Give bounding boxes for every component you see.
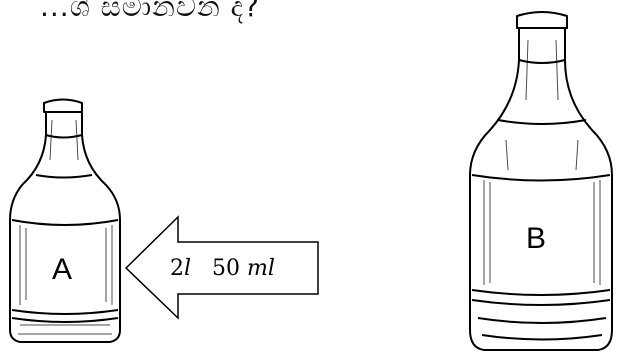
bottle-b-label: B (526, 222, 546, 256)
